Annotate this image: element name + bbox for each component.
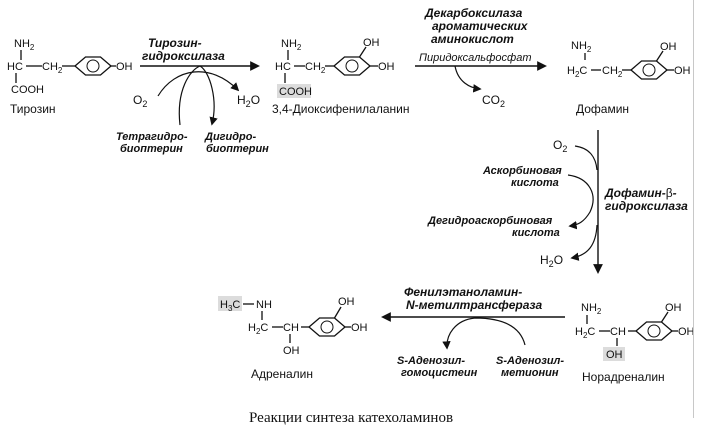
svg-text:Дегидроаскорбиновая: Дегидроаскорбиновая bbox=[427, 215, 553, 227]
tyrosine-structure: NH2 HC CH2 OH COOH bbox=[7, 38, 133, 96]
tyrosine-label: Тирозин bbox=[10, 102, 56, 116]
svg-text:OH: OH bbox=[378, 61, 395, 73]
right-margin-rule bbox=[693, 0, 694, 418]
co2-label: CO2 bbox=[482, 93, 505, 109]
svg-text:биоптерин: биоптерин bbox=[206, 143, 269, 155]
svg-text:CH: CH bbox=[610, 326, 626, 338]
svg-text:аминокислот: аминокислот bbox=[431, 32, 514, 46]
svg-text:H3C: H3C bbox=[220, 299, 240, 313]
svg-text:COOH: COOH bbox=[279, 86, 312, 98]
svg-text:Тетрагидро-: Тетрагидро- bbox=[116, 131, 188, 143]
pnmt-label: Фенилэтаноламин- N-метилтрансфераза bbox=[404, 285, 543, 312]
svg-text:Фенилэтаноламин-: Фенилэтаноламин- bbox=[404, 285, 522, 299]
svg-text:H2C: H2C bbox=[575, 326, 595, 340]
tetrahydrobiopterin-label: Тетрагидро- биоптерин bbox=[116, 131, 188, 155]
svg-text:COOH: COOH bbox=[11, 84, 44, 96]
svg-text:OH: OH bbox=[116, 61, 133, 73]
dopa-structure: NH2 HC CH2 OH OH COOH bbox=[275, 37, 395, 98]
svg-text:H2C: H2C bbox=[248, 322, 268, 336]
svg-text:OH: OH bbox=[338, 296, 355, 308]
dopamine-label: Дофамин bbox=[576, 102, 629, 116]
svg-text:Декарбоксилаза: Декарбоксилаза bbox=[424, 6, 523, 20]
biopterin-arc bbox=[178, 65, 218, 126]
adrenaline-structure: H3C NH H2C CH OH OH OH bbox=[218, 296, 368, 357]
o2-into-dbh-arc bbox=[574, 145, 598, 171]
noradrenaline-structure: NH2 H2C CH OH OH OH bbox=[575, 302, 695, 361]
svg-text:гомоцистеин: гомоцистеин bbox=[401, 367, 478, 379]
svg-text:S-Аденозил-: S-Аденозил- bbox=[397, 355, 465, 367]
co2-arc bbox=[454, 65, 482, 93]
dopamine-structure: NH2 H2C CH2 OH OH bbox=[567, 40, 691, 80]
svg-text:NH2: NH2 bbox=[581, 302, 602, 316]
h2o-out-arc bbox=[570, 224, 598, 261]
svg-text:HC: HC bbox=[275, 61, 291, 73]
svg-text:Тирозин-: Тирозин- bbox=[148, 36, 202, 50]
dihydrobiopterin-label: Дигидро- биоптерин bbox=[204, 131, 269, 155]
sam-label: S-Аденозил- метионин bbox=[496, 355, 564, 379]
dehydroascorbic-acid-label: Дегидроаскорбиновая кислота bbox=[427, 215, 560, 239]
svg-text:кислота: кислота bbox=[512, 227, 560, 239]
svg-text:биоптерин: биоптерин bbox=[120, 143, 183, 155]
svg-text:H2C: H2C bbox=[567, 65, 587, 79]
aadc-label: Декарбоксилаза ароматических аминокислот bbox=[424, 6, 529, 46]
svg-text:OH: OH bbox=[606, 349, 623, 361]
svg-text:Дофамин-β-: Дофамин-β- bbox=[604, 186, 677, 200]
svg-text:S-Аденозил-: S-Аденозил- bbox=[496, 355, 564, 367]
svg-text:NH2: NH2 bbox=[14, 38, 35, 52]
svg-text:OH: OH bbox=[283, 345, 300, 357]
o2-label-1: O2 bbox=[133, 93, 147, 109]
o2-h2o-arc bbox=[157, 71, 240, 97]
ascorbate-arc bbox=[567, 174, 594, 230]
svg-text:OH: OH bbox=[363, 37, 380, 49]
o2-label-2: O2 bbox=[553, 138, 567, 154]
sah-label: S-Аденозил- гомоцистеин bbox=[397, 355, 478, 379]
svg-text:кислота: кислота bbox=[511, 177, 559, 189]
dopa-label: 3,4-Диоксифенилаланин bbox=[272, 102, 409, 116]
figure-caption: Реакции синтеза катехоламинов bbox=[248, 410, 454, 426]
svg-text:OH: OH bbox=[678, 326, 695, 338]
noradrenaline-label: Норадреналин bbox=[582, 370, 665, 384]
svg-text:OH: OH bbox=[674, 65, 691, 77]
svg-text:NH2: NH2 bbox=[281, 38, 302, 52]
dopamine-beta-hydroxylase-label: Дофамин-β- гидроксилаза bbox=[604, 186, 688, 213]
svg-text:NH: NH bbox=[256, 299, 272, 311]
svg-text:Дигидро-: Дигидро- bbox=[204, 131, 256, 143]
ascorbic-acid-label: Аскорбиновая кислота bbox=[482, 165, 562, 189]
h2o-label-2: H2O bbox=[540, 253, 563, 269]
svg-text:CH2: CH2 bbox=[42, 61, 63, 75]
svg-text:N-метилтрансфераза: N-метилтрансфераза bbox=[406, 298, 543, 312]
svg-text:HC: HC bbox=[7, 61, 23, 73]
svg-text:ароматических: ароматических bbox=[432, 19, 529, 33]
svg-text:CH2: CH2 bbox=[305, 61, 326, 75]
svg-text:OH: OH bbox=[351, 322, 368, 334]
svg-text:CH2: CH2 bbox=[602, 65, 623, 79]
svg-text:гидроксилаза: гидроксилаза bbox=[605, 199, 688, 213]
pyridoxal-phosphate-label: Пиридоксальфосфат bbox=[419, 52, 531, 64]
h2o-label-1: H2O bbox=[237, 93, 260, 109]
svg-text:метионин: метионин bbox=[501, 367, 559, 379]
svg-text:OH: OH bbox=[660, 41, 677, 53]
svg-text:гидроксилаза: гидроксилаза bbox=[142, 49, 225, 63]
adrenaline-label: Адреналин bbox=[251, 367, 313, 381]
svg-text:NH2: NH2 bbox=[571, 40, 592, 54]
svg-text:CH: CH bbox=[283, 322, 299, 334]
svg-text:Аскорбиновая: Аскорбиновая bbox=[482, 165, 562, 177]
svg-text:OH: OH bbox=[665, 302, 682, 314]
tyrosine-hydroxylase-label: Тирозин- гидроксилаза bbox=[142, 36, 225, 63]
sam-arc bbox=[442, 317, 526, 350]
